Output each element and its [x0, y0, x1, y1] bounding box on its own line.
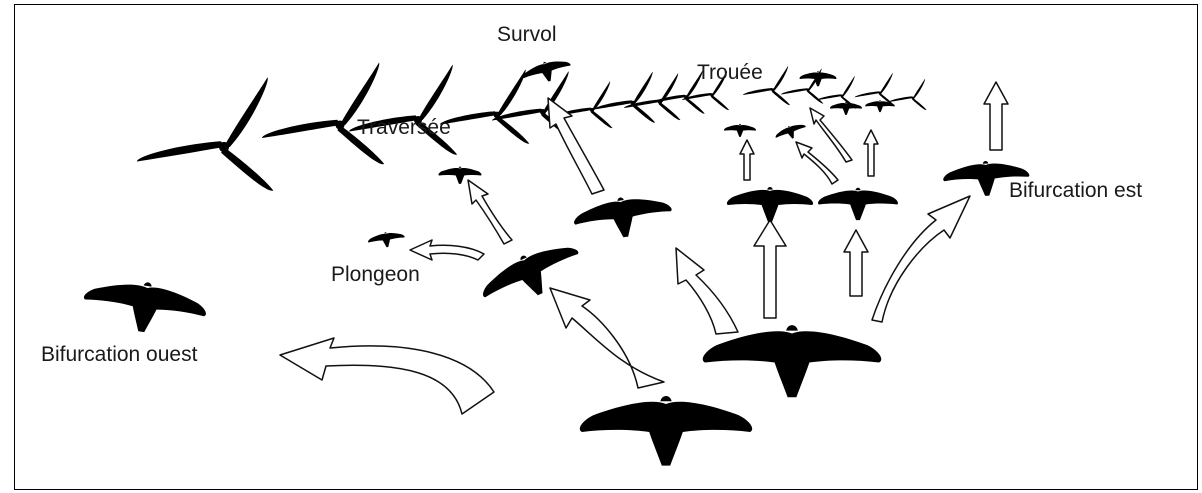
bird-icon — [818, 188, 898, 224]
bird-icon — [727, 187, 813, 225]
bird-icon — [830, 102, 862, 116]
wind-turbine-icon — [492, 71, 572, 197]
wind-turbine-icon — [440, 69, 529, 210]
bird-icon — [724, 124, 756, 138]
flight-arrow-icon — [844, 230, 868, 296]
label-traversee: Traversée — [357, 117, 451, 138]
label-plongeon: Plongeon — [331, 264, 420, 285]
label-survol: Survol — [497, 24, 557, 45]
bird-icon — [703, 325, 882, 404]
bird-icon — [774, 121, 809, 145]
bird-icon — [800, 71, 837, 87]
flight-arrow-icon — [550, 288, 664, 388]
wind-turbine-icon — [624, 73, 680, 162]
bird-icon — [438, 166, 481, 185]
bird-icon — [521, 56, 574, 90]
label-trouee: Trouée — [697, 62, 763, 83]
flight-arrow-icon — [754, 220, 786, 318]
bird-icon — [367, 230, 406, 251]
flight-arrow-icon — [810, 108, 852, 162]
flight-arrow-icon — [984, 82, 1008, 150]
bird-icon — [80, 274, 210, 345]
wind-turbine-icon — [137, 77, 273, 292]
flight-arrow-icon — [280, 338, 494, 414]
label-bifurcation-ouest: Bifurcation ouest — [41, 344, 197, 365]
flight-arrow-icon — [872, 196, 970, 322]
label-bifurcation-est: Bifurcation est — [1009, 180, 1142, 201]
wind-turbine-icon — [262, 63, 384, 255]
bird-icon — [580, 396, 752, 473]
bird-icon — [571, 191, 675, 248]
flight-arrow-icon — [410, 240, 484, 260]
flight-arrow-icon — [796, 142, 838, 184]
flight-arrow-icon — [740, 140, 754, 180]
wind-turbine-icon — [889, 79, 927, 138]
flight-arrow-icon — [864, 130, 878, 176]
flight-arrow-icon — [468, 180, 512, 244]
flight-arrow-icon — [676, 248, 738, 334]
